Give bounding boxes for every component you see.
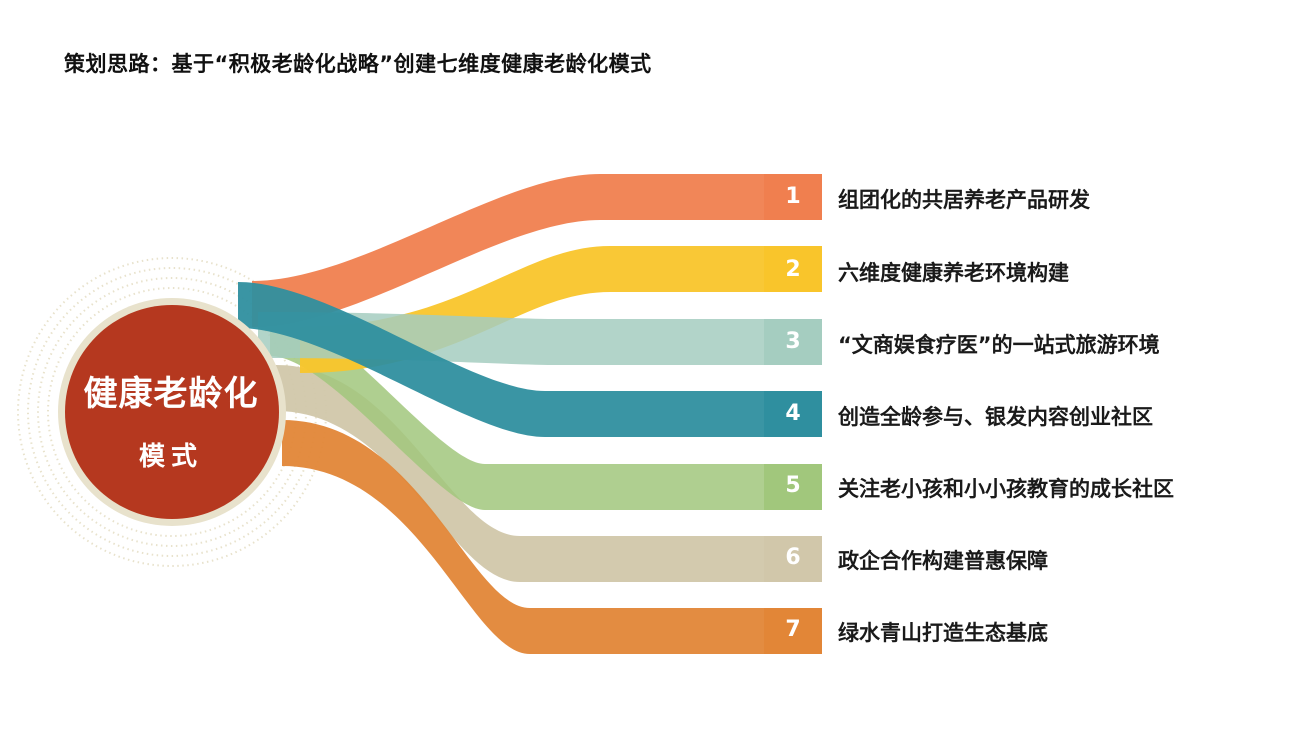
item-4-label: 创造全龄参与、银发内容创业社区 (838, 405, 1153, 429)
item-2-number-box (764, 246, 822, 292)
item-6-number-box (764, 536, 822, 582)
ribbon-4 (238, 282, 822, 437)
item-bars (764, 174, 822, 654)
center-node (58, 298, 286, 526)
ribbons (238, 174, 822, 654)
ribbon-1 (252, 174, 822, 327)
item-3-number: 3 (785, 329, 801, 354)
item-4-number-box (764, 391, 822, 437)
item-7-number-box (764, 608, 822, 654)
item-4-number: 4 (785, 401, 801, 426)
item-1-label: 组团化的共居养老产品研发 (838, 188, 1090, 212)
item-6-label: 政企合作构建普惠保障 (838, 549, 1048, 573)
item-2-number: 2 (785, 257, 801, 282)
item-7-label: 绿水青山打造生态基底 (838, 621, 1048, 645)
item-5-number: 5 (785, 473, 801, 498)
item-3-label: “文商娱食疗医”的一站式旅游环境 (838, 333, 1160, 357)
item-6-number: 6 (785, 545, 801, 570)
item-1-number: 1 (785, 184, 801, 209)
item-2-label: 六维度健康养老环境构建 (838, 261, 1069, 285)
item-7-number: 7 (785, 617, 801, 642)
center-circle (65, 305, 279, 519)
item-3-number-box (764, 319, 822, 365)
page-title: 策划思路：基于“积极老龄化战略”创建七维度健康老龄化模式 (64, 52, 652, 76)
item-5-number-box (764, 464, 822, 510)
center-title: 健康老龄化 (83, 374, 259, 414)
item-5-label: 关注老小孩和小小孩教育的成长社区 (838, 477, 1174, 501)
center-subtitle: 模式 (138, 442, 203, 472)
item-1-number-box (764, 174, 822, 220)
